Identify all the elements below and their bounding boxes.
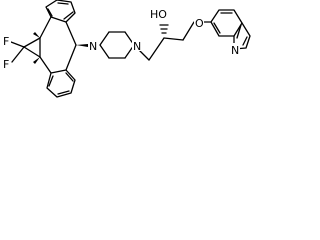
piperazine-bond xyxy=(99,31,110,46)
cyclopropane-bond xyxy=(23,37,41,48)
chemical-structure: F F N N HO O N xyxy=(2,0,251,98)
wedge-bond xyxy=(33,32,40,38)
hydroxyl-label: HO xyxy=(150,8,167,21)
hydroxypropyl-linker xyxy=(133,21,195,61)
quinoline-ring-system xyxy=(201,9,251,50)
label-background xyxy=(149,7,169,20)
fluorine-label: F xyxy=(3,35,9,48)
upper-ring-double-bond xyxy=(47,8,53,17)
label-background xyxy=(132,39,142,51)
cf-bond-upper xyxy=(10,41,25,48)
lower-ring-double-bond xyxy=(57,90,70,95)
dibenzo-core xyxy=(10,0,77,98)
seven-ring-bond xyxy=(65,21,77,46)
linker-bond xyxy=(148,37,165,61)
seven-ring-bond xyxy=(39,56,52,74)
atom-labels: F F N N HO O N xyxy=(2,7,240,71)
ether-oxygen-label: O xyxy=(195,17,204,30)
piperazine-bond xyxy=(99,44,110,59)
quinoline-double-bond xyxy=(242,36,248,46)
stereo-bonds xyxy=(33,32,88,64)
linker-bond xyxy=(163,37,184,41)
wedge-bond-to-piperazine xyxy=(76,44,88,47)
fluorine-label: F xyxy=(3,58,9,71)
hashed-bond-to-hydroxyl xyxy=(159,24,169,34)
nitrogen-label: N xyxy=(89,40,97,53)
cyclopropane-bond xyxy=(23,46,41,58)
linker-bond xyxy=(182,21,195,41)
quinoline-nitrogen-label: N xyxy=(231,44,239,57)
piperazine-ring xyxy=(99,31,135,59)
lower-ring-double-bond xyxy=(48,75,54,87)
cf-bond-lower xyxy=(11,46,25,63)
label-background xyxy=(230,43,240,55)
quinoline-benzo-ring xyxy=(210,9,243,37)
lower-ring-double-bond xyxy=(65,72,74,82)
label-background xyxy=(88,39,98,51)
label-background xyxy=(194,16,204,28)
quinoline-double-bond xyxy=(213,22,221,34)
wedge-bond xyxy=(33,57,40,64)
seven-ring-bond xyxy=(65,44,77,71)
label-background xyxy=(2,34,11,46)
label-background xyxy=(2,57,11,69)
seven-ring-bond xyxy=(39,16,52,39)
nitrogen-label: N xyxy=(133,40,141,53)
upper-ring-double-bond xyxy=(57,2,69,5)
quinoline-double-bond xyxy=(236,24,242,39)
upper-ring-double-bond xyxy=(63,11,74,20)
